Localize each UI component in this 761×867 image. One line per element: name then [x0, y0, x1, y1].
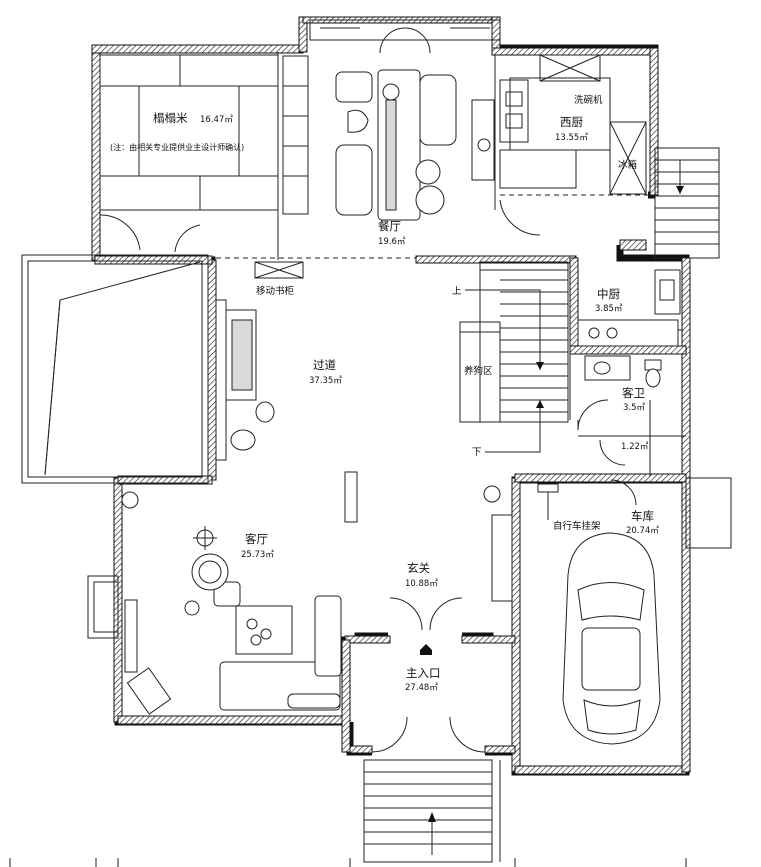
- staircase: [459, 261, 569, 453]
- living-area: 25.73㎡: [241, 550, 274, 560]
- chinese-kitchen-area: 3.85㎡: [595, 304, 623, 314]
- dishwasher-label: 洗碗机: [574, 94, 603, 106]
- western-kitchen-area: 13.55㎡: [555, 133, 588, 143]
- fridge-label: 冰箱: [618, 159, 637, 171]
- bookcase-label: 移动书柜: [256, 285, 295, 297]
- guest-wc-area: 3.5㎡: [623, 403, 646, 413]
- tatami-cabinet: [282, 55, 309, 215]
- corridor-fixtures: [215, 261, 358, 523]
- dining-area: 19.6㎡: [378, 237, 406, 247]
- terrace: [21, 254, 209, 484]
- pet-area-label: 养狗区: [464, 365, 493, 377]
- foyer-area: 10.88㎡: [405, 579, 438, 589]
- guest-wc-name: 客卫: [622, 386, 645, 400]
- living-name: 客厅: [245, 532, 268, 546]
- garage-name: 车库: [631, 509, 654, 523]
- entrance-name: 主入口: [406, 666, 441, 680]
- guest-wc-fixtures: [577, 355, 662, 466]
- dining-name: 餐厅: [378, 219, 401, 233]
- garage-side-porch: [685, 477, 732, 549]
- corridor-name: 过道: [313, 358, 336, 372]
- dining-furniture: [309, 19, 541, 236]
- storage-area: 1.22㎡: [621, 442, 649, 452]
- dimension-ticks: [9, 858, 687, 867]
- garage-area: 20.74㎡: [626, 526, 659, 536]
- foyer-name: 玄关: [407, 561, 430, 575]
- foyer-fixtures: [363, 485, 513, 863]
- chinese-kitchen-name: 中厨: [597, 287, 620, 301]
- tatami-note: (注：由相关专业提供业主设计师确认): [110, 142, 244, 152]
- corridor-area: 37.35㎡: [309, 376, 342, 386]
- western-kitchen-name: 西厨: [560, 115, 583, 129]
- tatami-area: 16.47㎡: [200, 115, 233, 125]
- stair-down-label: 下: [472, 447, 482, 458]
- hatched-walls: [91, 16, 691, 775]
- tatami-room: [99, 54, 279, 253]
- western-kitchen-fixtures: [499, 54, 647, 195]
- stair-up-label: 上: [452, 286, 462, 297]
- entrance-area: 27.48㎡: [405, 683, 438, 693]
- chinese-kitchen-fixtures: [577, 269, 681, 347]
- garage-car: [537, 479, 661, 745]
- living-furniture: [121, 491, 342, 715]
- side-stairs: [654, 147, 720, 259]
- bike-rack-label: 自行车挂架: [553, 520, 601, 532]
- tatami-name: 榻榻米: [153, 111, 188, 125]
